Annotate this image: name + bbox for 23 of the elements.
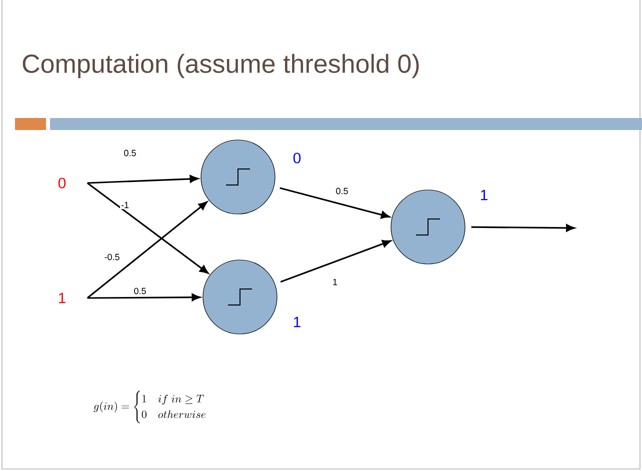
arrow xyxy=(86,201,208,299)
output-value: 1 xyxy=(480,190,488,200)
weight-label: -1 xyxy=(120,200,130,210)
output-value: 0 xyxy=(293,152,301,164)
input-value: 0 xyxy=(58,178,66,188)
weight-label: 0.5 xyxy=(122,148,138,158)
arrow xyxy=(86,182,208,274)
weight-label: -0.5 xyxy=(103,252,121,262)
neuron-circle xyxy=(202,260,278,334)
slide-title: Computation (assume threshold 0) xyxy=(22,54,419,78)
arrow xyxy=(87,175,198,184)
arrow xyxy=(87,293,200,302)
step-function-formula: $g(in) = \begin{cases}1 & if\ in \geq T\\ 0 & otherwise\end{cases}$ xyxy=(94,390,206,424)
arrow xyxy=(280,240,391,283)
arrow xyxy=(471,224,575,232)
neuron-circle xyxy=(200,140,276,214)
weight-label: 0.5 xyxy=(334,186,350,196)
weight-label: 1 xyxy=(332,278,338,286)
weight-label: 0.5 xyxy=(132,286,148,296)
neuron-circle xyxy=(390,190,466,264)
output-value: 1 xyxy=(294,316,300,328)
input-value: 1 xyxy=(58,292,66,304)
arrow xyxy=(280,187,390,219)
